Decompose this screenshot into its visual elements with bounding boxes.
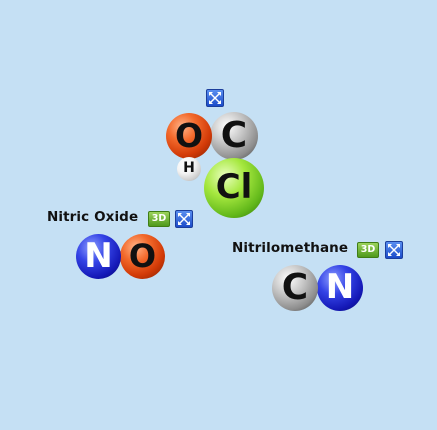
view-3d-button[interactable]: 3D [148, 211, 170, 227]
expand-molecule-button[interactable] [385, 241, 403, 259]
atom-nitrogen[interactable]: N [317, 265, 363, 311]
expand-molecule-button[interactable] [175, 210, 193, 228]
expand-molecule-button[interactable] [206, 89, 224, 107]
molecule-name-label: Nitric Oxide [47, 209, 139, 225]
atom-nitrogen[interactable]: N [76, 234, 121, 279]
atom-oxygen[interactable]: O [120, 234, 165, 279]
expand-arrows-icon [178, 213, 190, 225]
atom-hydrogen[interactable]: H [177, 157, 201, 181]
expand-arrows-icon [209, 92, 221, 104]
molecule-name-label: Nitrilomethane [232, 240, 349, 256]
expand-arrows-icon [388, 244, 400, 256]
atom-carbon[interactable]: C [272, 265, 318, 311]
atom-oxygen[interactable]: O [166, 113, 212, 159]
atom-carbon[interactable]: C [210, 112, 258, 160]
view-3d-button[interactable]: 3D [357, 242, 379, 258]
atom-chlorine[interactable]: Cl [204, 158, 264, 218]
